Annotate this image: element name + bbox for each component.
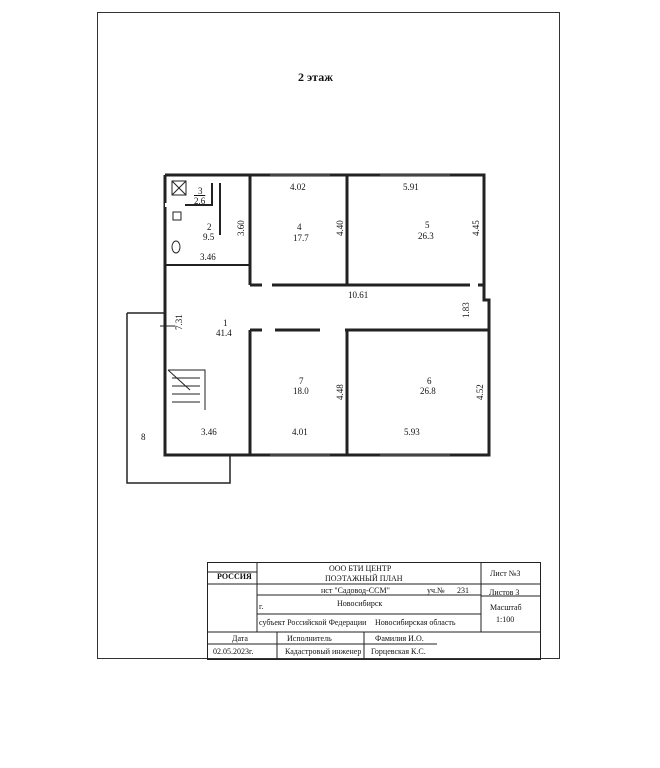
floor-title: 2 этаж (298, 70, 333, 84)
room-5-number: 5 (425, 220, 430, 230)
dim-room5-width: 5.91 (403, 182, 419, 192)
dim-room4-width: 4.02 (290, 182, 306, 192)
room-2-area: 9.5 (203, 232, 215, 242)
room-1-number: 1 (223, 318, 228, 328)
room-1-area: 41.4 (216, 328, 232, 338)
room-7-number: 7 (299, 376, 304, 386)
room-6-area: 26.8 (420, 386, 436, 396)
room-5-area: 26.3 (418, 231, 434, 241)
dim-bottom-left: 3.46 (201, 427, 217, 437)
room-3-number: 3 (198, 186, 203, 196)
drawing-sheet-frame (97, 12, 560, 659)
room-7-area: 18.0 (293, 386, 309, 396)
dim-room7-height: 4.48 (335, 384, 345, 400)
dim-room4-height: 4.40 (335, 220, 345, 236)
room-8-number: 8 (141, 432, 146, 442)
dim-room7-width: 4.01 (292, 427, 308, 437)
dim-room2-width: 3.46 (200, 252, 216, 262)
room-6-number: 6 (427, 376, 432, 386)
dim-hall-height: 7.31 (174, 314, 184, 330)
dim-room2-height: 3.60 (236, 220, 246, 236)
title-block (207, 562, 541, 660)
room-4-number: 4 (297, 222, 302, 232)
dim-corridor-length: 10.61 (348, 290, 369, 300)
dim-corridor-width: 1.83 (461, 302, 471, 318)
dim-room6-width: 5.93 (404, 427, 420, 437)
dim-room5-height: 4.45 (471, 220, 481, 236)
dim-room6-height: 4.52 (475, 384, 485, 400)
room-3-area: 2.6 (194, 196, 206, 206)
room-2-number: 2 (207, 222, 212, 232)
room-4-area: 17.7 (293, 233, 309, 243)
